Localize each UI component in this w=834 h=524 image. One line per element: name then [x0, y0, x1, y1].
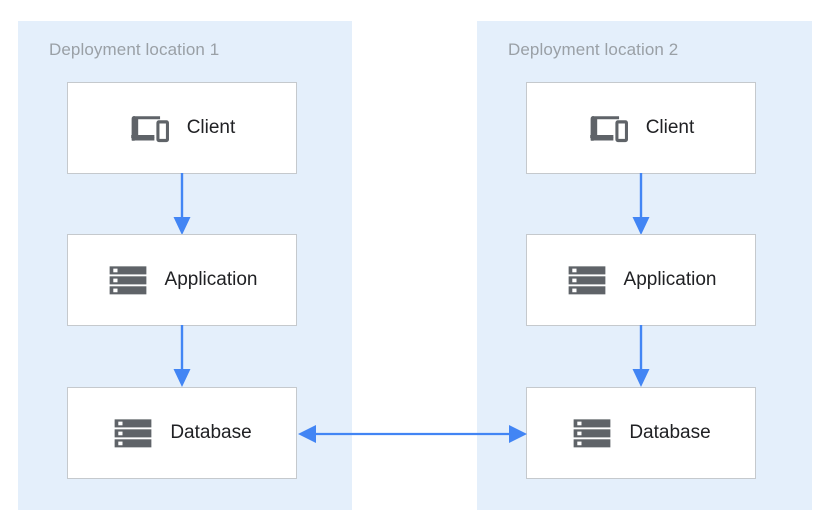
node-client-1[interactable]: Client: [67, 82, 297, 174]
node-application-1-label: Application: [164, 269, 258, 290]
node-database-2[interactable]: Database: [526, 387, 756, 479]
deployment-zone-1: Deployment location 1 Client: [18, 21, 352, 510]
node-client-2-label: Client: [645, 117, 695, 138]
arrow-client-2-to-application-2: [632, 173, 650, 235]
server-stack-icon: [114, 419, 152, 448]
node-database-2-label: Database: [629, 422, 711, 443]
arrow-application-1-to-database-1: [173, 325, 191, 387]
zone-1-title: Deployment location 1: [49, 40, 220, 59]
server-stack-icon: [109, 266, 146, 295]
node-client-1-label: Client: [186, 117, 236, 138]
devices-icon: [589, 116, 628, 143]
arrow-client-1-to-application-1: [173, 173, 191, 235]
node-application-1[interactable]: Application: [67, 234, 297, 326]
server-stack-icon: [568, 266, 605, 295]
arrow-application-2-to-database-2: [632, 325, 650, 387]
arrow-database-1-to-database-2-bidirectional: [298, 425, 527, 443]
node-client-2[interactable]: Client: [526, 82, 756, 174]
node-database-1-label: Database: [170, 422, 252, 443]
devices-icon: [130, 116, 169, 143]
node-database-1[interactable]: Database: [67, 387, 297, 479]
server-stack-icon: [573, 419, 611, 448]
node-application-2-label: Application: [623, 269, 717, 290]
zone-2-title: Deployment location 2: [508, 40, 679, 59]
node-application-2[interactable]: Application: [526, 234, 756, 326]
deployment-zone-2: Deployment location 2 Client: [477, 21, 812, 510]
